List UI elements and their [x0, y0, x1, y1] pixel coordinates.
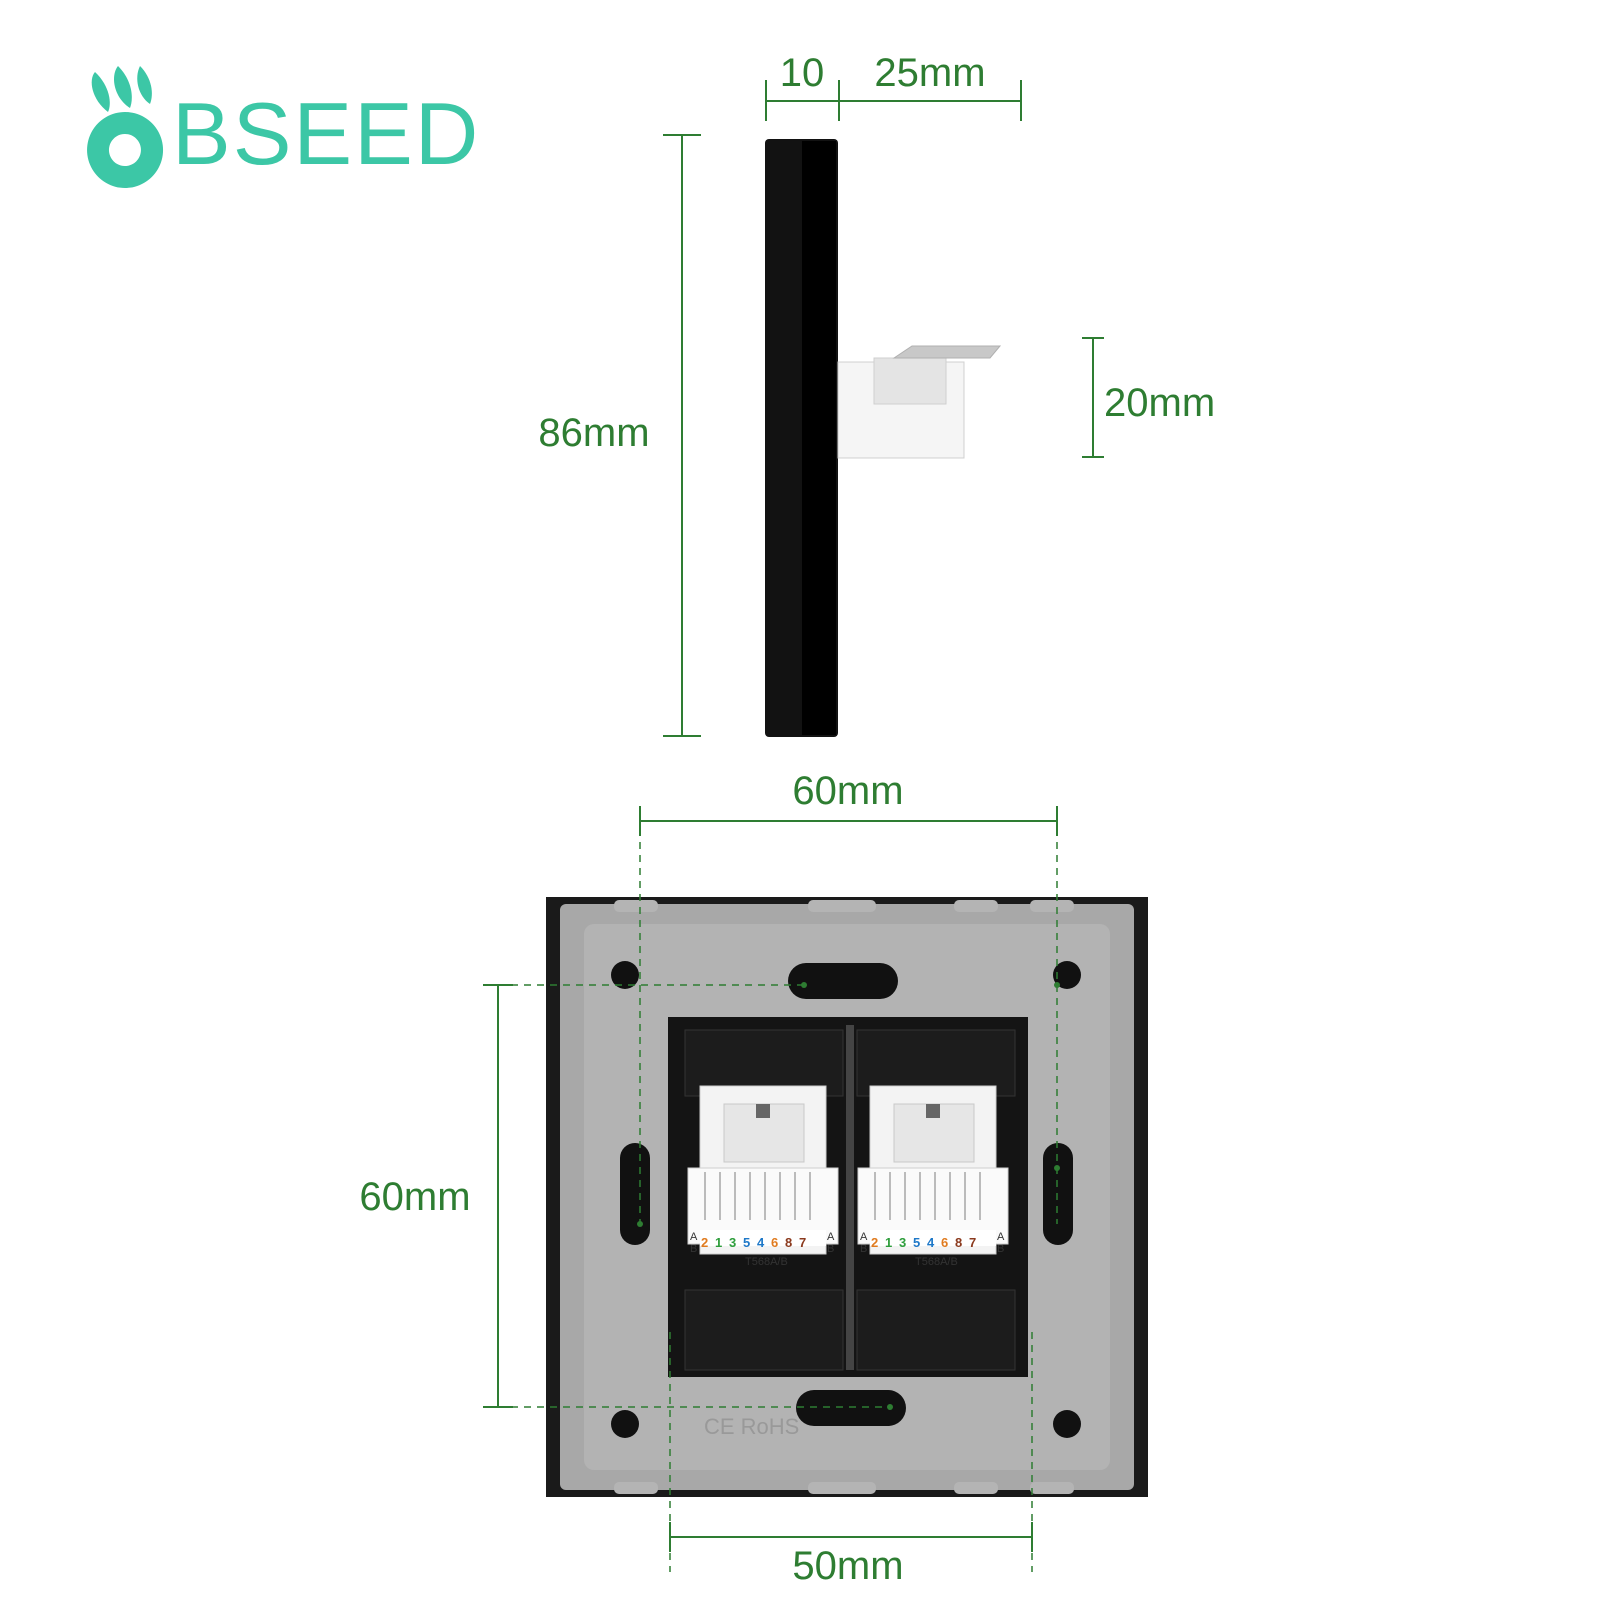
- pin-labels: 2 1 3 5 4 6 8 7: [701, 1235, 806, 1250]
- row-label-a: A: [690, 1231, 698, 1243]
- screw-hole-bottom-right: [1053, 1410, 1081, 1438]
- row-label-a: A: [860, 1231, 868, 1243]
- row-label-b: B: [690, 1243, 697, 1255]
- module-height-label: 20mm: [1104, 381, 1215, 425]
- pin-label: 8: [955, 1235, 962, 1250]
- pin-label: 1: [885, 1235, 892, 1250]
- pin-label: 2: [701, 1235, 708, 1250]
- molded-mark: CE RoHS: [704, 1414, 799, 1439]
- height-label: 86mm: [538, 411, 649, 455]
- pin-label: 4: [927, 1235, 935, 1250]
- pin-labels: 2 1 3 5 4 6 8 7: [871, 1235, 976, 1250]
- screw-hole-bottom-left: [611, 1410, 639, 1438]
- mounting-slots: [620, 963, 1073, 1426]
- pin-label: 5: [913, 1235, 920, 1250]
- bottom-width-label: 50mm: [792, 1544, 903, 1588]
- slot-left: [620, 1143, 650, 1245]
- left-height-dimension: [483, 984, 513, 1408]
- module-divider: [846, 1025, 854, 1370]
- dimension-guides: [498, 816, 1058, 1572]
- pin-label: 4: [757, 1235, 765, 1250]
- pin-label: 7: [799, 1235, 806, 1250]
- brand-logo: BSEED: [87, 66, 480, 188]
- left-height-label: 60mm: [359, 1175, 470, 1219]
- thickness-label: 10: [780, 51, 825, 95]
- pin-label: 5: [743, 1235, 750, 1250]
- pin-label: 6: [941, 1235, 948, 1250]
- row-label-b: B: [827, 1243, 834, 1255]
- rj45-port-1: A B A B 2 1 3 5 4 6 8 7 T568A/B: [684, 1029, 844, 1371]
- slot-bottom: [796, 1390, 906, 1426]
- pin-label: 2: [871, 1235, 878, 1250]
- bunny-logo-icon: [87, 66, 164, 188]
- bottom-width-dimension: [669, 1522, 1033, 1552]
- panel-side-edge: [802, 141, 836, 735]
- top-width-label: 60mm: [792, 769, 903, 813]
- back-view: CE RoHS A B A B: [359, 769, 1148, 1588]
- row-label-b: B: [997, 1243, 1004, 1255]
- brand-name: BSEED: [172, 84, 480, 183]
- pin-label: 7: [969, 1235, 976, 1250]
- screw-hole-top-left: [611, 961, 639, 989]
- screw-holes: [611, 961, 1081, 1438]
- top-tabs: [614, 900, 1074, 1494]
- wiring-standard: T568A/B: [745, 1256, 788, 1268]
- slot-top: [788, 963, 898, 999]
- module-side-profile: [837, 345, 1002, 459]
- wiring-standard: T568A/B: [915, 1256, 958, 1268]
- row-label-b: B: [860, 1243, 867, 1255]
- pin-label: 1: [715, 1235, 722, 1250]
- rj45-port-2: A B A B 2 1 3 5 4 6 8 7 T568A/B: [856, 1029, 1016, 1371]
- module-height-dimension: [1082, 337, 1104, 458]
- row-label-a: A: [997, 1231, 1005, 1243]
- side-view: 10 25mm 86mm 20mm: [538, 51, 1215, 737]
- depth-label: 25mm: [874, 51, 985, 95]
- height-dimension: [663, 134, 701, 737]
- slot-right: [1043, 1143, 1073, 1245]
- top-width-dimension: [639, 806, 1058, 836]
- row-label-a: A: [827, 1231, 835, 1243]
- pin-label: 8: [785, 1235, 792, 1250]
- pin-label: 3: [899, 1235, 906, 1250]
- screw-hole-top-right: [1053, 961, 1081, 989]
- guide-points: [637, 982, 1060, 1410]
- thickness-dimension: [765, 80, 1022, 121]
- pin-label: 3: [729, 1235, 736, 1250]
- pin-label: 6: [771, 1235, 778, 1250]
